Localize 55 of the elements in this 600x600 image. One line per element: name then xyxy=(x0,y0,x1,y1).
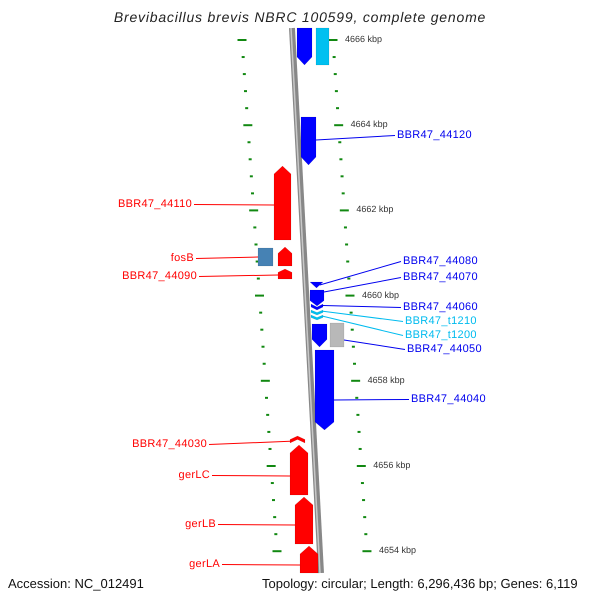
gene-feature xyxy=(301,117,316,165)
gene-feature xyxy=(315,350,334,430)
gene-feature xyxy=(300,546,318,573)
scale-label: 4664 kbp xyxy=(350,119,388,130)
gene-label: BBR47_44070 xyxy=(403,271,478,284)
gene-label: BBR47_44080 xyxy=(403,255,478,268)
gene-feature xyxy=(312,324,327,347)
gene-label: BBR47_44110 xyxy=(118,198,192,211)
leader-line xyxy=(208,440,290,445)
gene-label: BBR47_44040 xyxy=(411,393,486,406)
leader-line xyxy=(218,524,296,526)
gene-feature xyxy=(316,28,329,65)
leader-line xyxy=(322,310,404,322)
leader-line xyxy=(322,305,402,308)
leader-line xyxy=(319,261,402,286)
leader-line xyxy=(334,399,410,400)
gene-feature xyxy=(278,247,292,266)
leader-line xyxy=(222,564,300,566)
gene-label: BBR47_44030 xyxy=(132,438,207,451)
scale-label: 4658 kbp xyxy=(368,374,405,386)
leader-line xyxy=(196,256,258,259)
footer-text: Accession: NC_012491 xyxy=(8,576,144,591)
scale-label: 4656 kbp xyxy=(373,460,410,471)
gene-label: BBR47_44060 xyxy=(403,301,478,314)
scale-label: 4666 kbp xyxy=(345,34,382,45)
gene-feature xyxy=(311,315,323,320)
leader-line xyxy=(344,340,406,350)
leader-line xyxy=(198,274,278,277)
gene-label: gerLB xyxy=(185,518,216,531)
gene-label: gerLC xyxy=(178,469,210,482)
diagram-title: Brevibacillus brevis NBRC 100599, complete genome xyxy=(112,9,488,25)
gene-feature xyxy=(274,166,291,240)
gene-label: BBR47_t1200 xyxy=(405,329,477,342)
gene-label: BBR47_44120 xyxy=(397,129,472,142)
scale-label: 4660 kbp xyxy=(362,290,400,301)
gene-feature xyxy=(330,323,344,347)
gene-label: BBR47_44050 xyxy=(407,343,482,356)
gene-label: BBR47_44090 xyxy=(122,270,197,283)
scale-label: 4654 kbp xyxy=(378,545,416,556)
gene-label: gerLA xyxy=(189,558,220,571)
leader-line xyxy=(324,277,402,292)
gene-feature xyxy=(295,497,313,544)
gene-feature xyxy=(297,28,312,65)
footer-text: Topology: circular; Length: 6,296,436 bp; Genes: 6,119 xyxy=(262,576,578,591)
gene-feature xyxy=(311,304,323,310)
leader-line xyxy=(194,204,274,206)
gene-label: fosB xyxy=(170,252,194,265)
scale-label: 4662 kbp xyxy=(356,204,394,216)
gene-feature xyxy=(278,269,292,279)
leader-line xyxy=(212,475,290,476)
gene-label: BBR47_t1210 xyxy=(405,315,477,328)
leader-line xyxy=(322,316,404,336)
leader-line xyxy=(316,135,396,140)
gene-feature xyxy=(258,248,273,266)
gene-feature xyxy=(311,310,323,315)
